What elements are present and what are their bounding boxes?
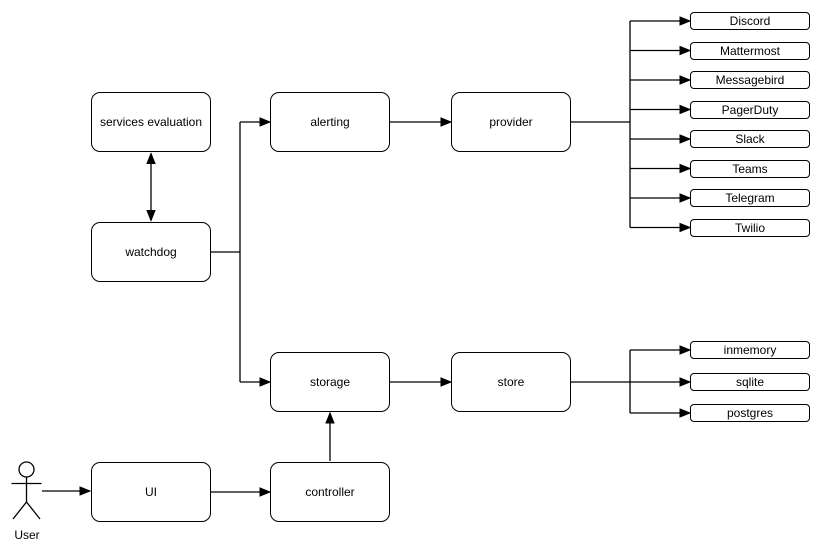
node-store-label: store (497, 374, 525, 389)
node-ui-label: UI (145, 484, 157, 499)
node-alerting-label: alerting (310, 114, 350, 129)
user-label: User (14, 528, 40, 542)
node-provider-label: provider (489, 114, 533, 129)
leaf-postgres-label: postgres (726, 406, 774, 420)
node-controller-label: controller (305, 484, 355, 499)
leaf-postgres: postgres (690, 404, 810, 422)
leaf-mattermost: Mattermost (690, 41, 810, 60)
node-store: store (451, 352, 571, 412)
leaf-discord-label: Discord (729, 14, 771, 28)
node-watchdog-label: watchdog (125, 244, 177, 259)
node-storage-label: storage (309, 374, 351, 389)
node-services-evaluation-label: services evaluation (99, 114, 203, 129)
node-ui: UI (91, 462, 211, 522)
leaf-sqlite: sqlite (690, 373, 810, 391)
leaf-telegram-label: Telegram (725, 191, 775, 205)
node-services-evaluation: services evaluation (91, 92, 211, 152)
leaf-teams-label: Teams (732, 161, 768, 176)
leaf-messagebird: Messagebird (690, 71, 810, 89)
leaf-discord: Discord (690, 12, 810, 30)
leaf-telegram: Telegram (690, 189, 810, 207)
leaf-slack: Slack (690, 130, 810, 148)
leaf-slack-label: Slack (735, 132, 765, 146)
leaf-inmemory-label: inmemory (723, 343, 777, 357)
leaf-twilio-label: Twilio (734, 220, 765, 235)
leaf-inmemory: inmemory (690, 341, 810, 359)
leaf-mattermost-label: Mattermost (719, 43, 780, 58)
leaf-sqlite-label: sqlite (735, 375, 764, 389)
leaf-messagebird-label: Messagebird (715, 73, 785, 87)
leaf-pagerduty-label: PagerDuty (721, 102, 779, 117)
node-storage: storage (270, 352, 390, 412)
node-controller: controller (270, 462, 390, 522)
user-actor-icon (11, 461, 42, 520)
leaf-teams: Teams (690, 159, 810, 178)
leaf-pagerduty: PagerDuty (690, 100, 810, 119)
node-provider: provider (451, 92, 571, 152)
node-alerting: alerting (270, 92, 390, 152)
node-watchdog: watchdog (91, 222, 211, 282)
leaf-twilio: Twilio (690, 218, 810, 237)
